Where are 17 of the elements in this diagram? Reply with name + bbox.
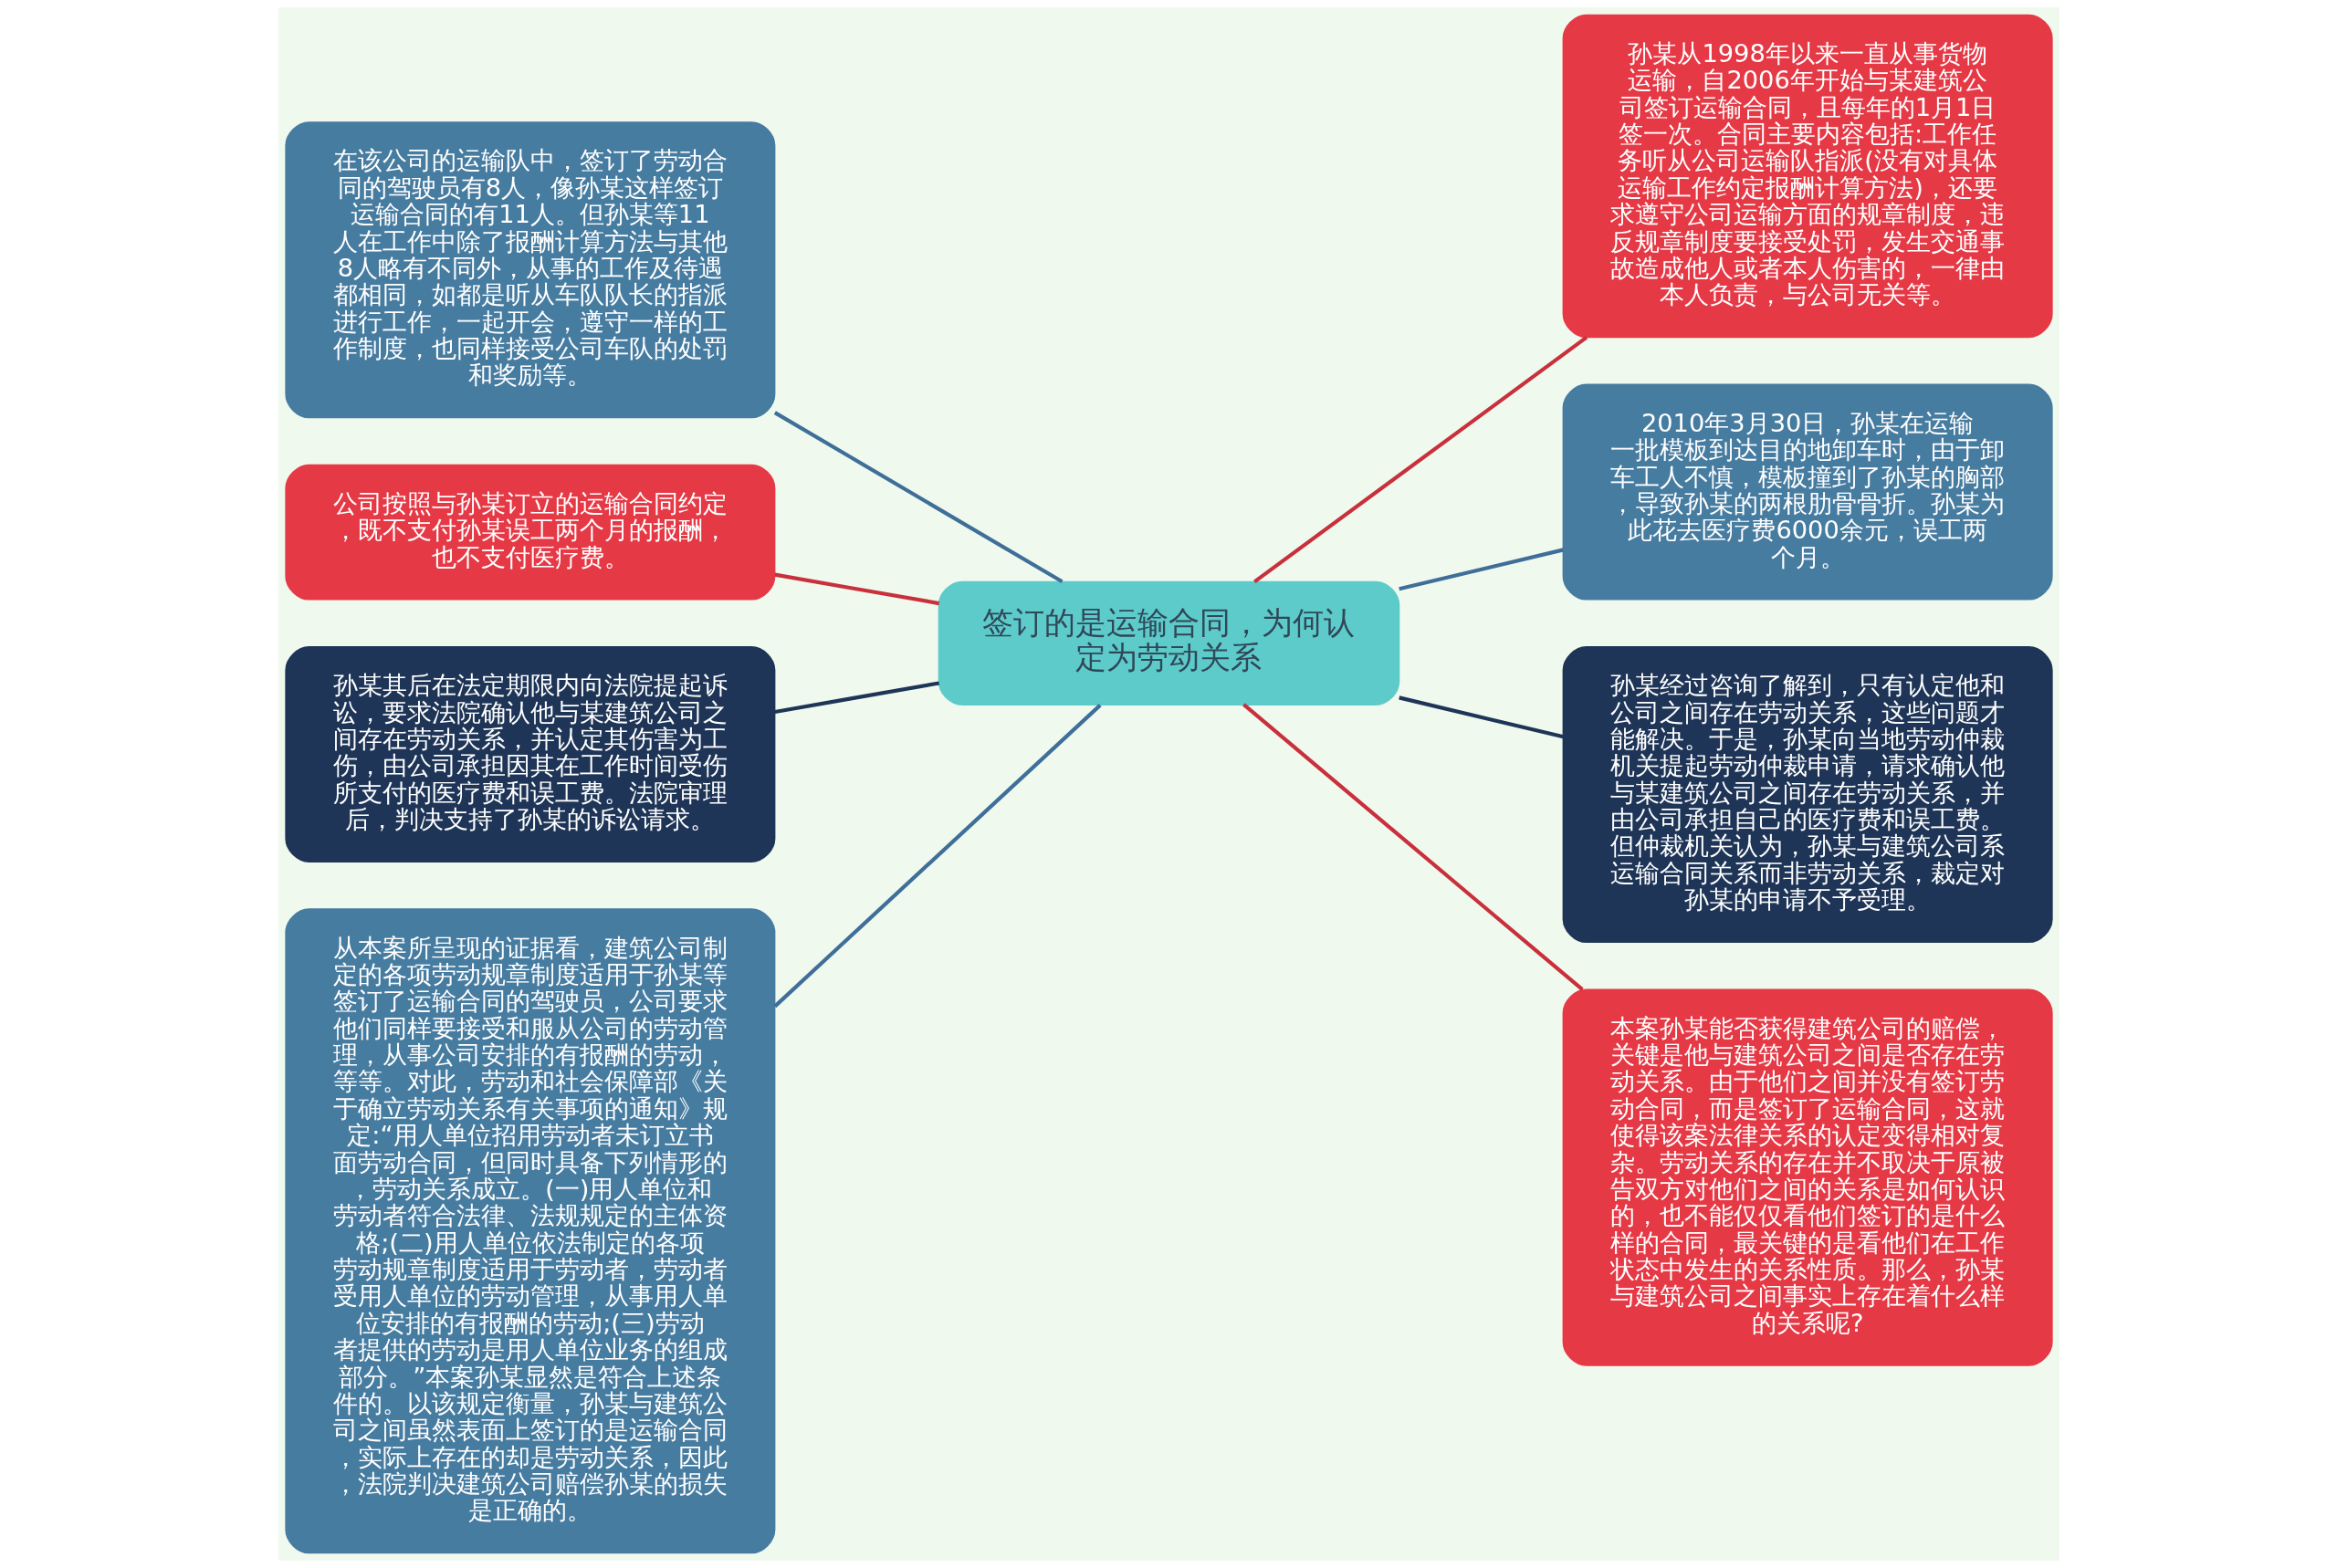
node-box: 从本案所呈现的证据看，建筑公司制定的各项劳动规章制度适用于孙某等签订了运输合同的驾驶员，公司要求他们同样要接受和服从公司的劳动管理，从事公司安排的有报酬的劳动，等等。对此，劳动和社会保障部《关于确立劳动关系有关事项的通知》规定:“用人单位招用劳动者未订立书面劳动合同，但同时具备下列情形的，劳动关系成立。(一)用人单位和劳动者符合法律、法规规定的主体资格;(二)用人单位依法制定的各项劳动规章制度适用于劳动者，劳动者受用人单位的劳动管理，从事用人单位安排的有报酬的劳动;(三)劳动者提供的劳动是用人单位业务的组成部分。”本案孙某显然是符合上述条件的。以该规定衡量，孙某与建筑公司之间虽然表面上签订的是运输合同，实际上存在的却是劳动关系，因此，法院判决建筑公司赔偿孙某的损失是正确的。 <box>284 908 775 1554</box>
node-box: 孙某从1998年以来一直从事货物运输，自2006年开始与某建筑公司签订运输合同，且每年的1月1日签一次。合同主要内容包括:工作任务听从公司运输队指派(没有对具体运输工作约定报酬计算方法)，还要求遵守公司运输方面的规章制度，违反规章制度要接受处罚，发生交通事故造成他人或者本人伤害的，一律由本人负责，与公司无关等。 <box>1562 14 2053 339</box>
node-box: 孙某其后在法定期限内向法院提起诉讼，要求法院确认他与某建筑公司之间存在劳动关系，并认定其伤害为工伤，由公司承担因其在工作时间受伤所支付的医疗费和误工费。法院审理后，判决支持了孙某的诉讼请求。 <box>284 645 775 862</box>
connector <box>1398 548 1564 591</box>
node-box: 本案孙某能否获得建筑公司的赔偿，关键是他与建筑公司之间是否存在劳动关系。由于他们之间并没有签订劳动合同，而是签订了运输合同，这就使得该案法律关系的认定变得相对复杂。劳动关系的存在并不取决于原被告双方对他们之间的关系是如何认识的，也不能仅仅看他们签订的是什么样的合同，最关键的是看他们在工作状态中发生的关系性质。那么，孙某与建筑公司之间事实上存在着什么样的关系呢? <box>1562 988 2053 1366</box>
connector <box>1398 695 1564 739</box>
node-box: 签订的是运输合同，为何认定为劳动关系 <box>938 580 1399 706</box>
node-box: 2010年3月30日，孙某在运输一批模板到达目的地卸车时，由于卸车工人不慎，模板撞到了孙某的胸部，导致孙某的两根肋骨骨折。孙某为此花去医疗费6000余元，误工两个月。 <box>1562 383 2053 601</box>
node-box: 孙某经过咨询了解到，只有认定他和公司之间存在劳动关系，这些问题才能解决。于是，孙某向当地劳动仲裁机关提起劳动仲裁申请，请求确认他与某建筑公司之间存在劳动关系，并由公司承担自己的医疗费和误工费。但仲裁机关认为，孙某与建筑公司系运输合同关系而非劳动关系，裁定对孙某的申请不予受理。 <box>1562 645 2053 944</box>
node-box: 公司按照与孙某订立的运输合同约定，既不支付孙某误工两个月的报酬，也不支付医疗费。 <box>284 464 775 601</box>
connector <box>774 681 939 714</box>
connector <box>774 572 939 606</box>
connector <box>1242 703 1584 991</box>
connector <box>773 411 1064 584</box>
connector <box>772 704 1102 1009</box>
node-box: 在该公司的运输队中，签订了劳动合同的驾驶员有8人，像孙某这样签订运输合同的有11人。但孙某等11人在工作中除了报酬计算方法与其他8人略有不同外，从事的工作及待遇都相同，如都是听从车队队长的指派进行工作，一起开会，遵守一样的工作制度，也同样接受公司车队的处罚和奖励等。 <box>284 121 775 419</box>
connector <box>1252 335 1588 584</box>
